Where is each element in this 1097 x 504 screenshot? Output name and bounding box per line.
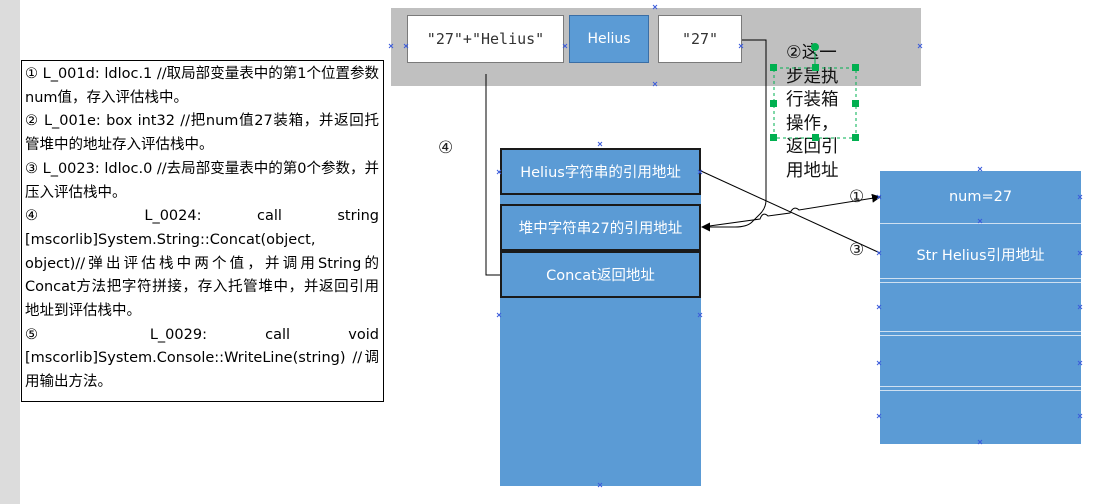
note-3: ③ L_0023: ldloc.0 //去局部变量表中的第0个参数，并压入评估栈…: [25, 160, 379, 201]
note-1: ① L_001d: ldloc.1 //取局部变量表中的第1个位置参数num值，…: [25, 66, 379, 106]
stack-cell-concat-return[interactable]: Concat返回地址: [500, 251, 701, 298]
locals-divider: [880, 335, 1081, 336]
heap-concat-string[interactable]: "27"+"Helius": [407, 15, 564, 63]
left-gutter: [0, 0, 20, 504]
connector-num: [701, 193, 881, 228]
locals-divider: [880, 390, 1081, 391]
step-label-4: ④: [438, 138, 454, 158]
connector-boxed-ref: [701, 39, 767, 232]
local-variable-table[interactable]: [880, 171, 1081, 444]
locals-divider: [880, 223, 1081, 224]
note-2: ② L_001e: box int32 //把num值27装箱，并返回托管堆中的…: [25, 113, 379, 154]
step-label-1: ①: [849, 187, 865, 207]
il-notes-box[interactable]: ① L_001d: ldloc.1 //取局部变量表中的第1个位置参数num值，…: [21, 60, 384, 402]
locals-divider: [880, 386, 1081, 387]
local-num: num=27: [948, 189, 1013, 205]
stack-cell-helius-ref[interactable]: Helius字符串的引用地址: [500, 148, 701, 195]
heap-boxed-27[interactable]: "27": [658, 15, 742, 63]
note-4: ④ L_0024: call string [mscorlib]System.S…: [25, 208, 379, 320]
selection-handles: [770, 64, 859, 141]
locals-divider: [880, 282, 1081, 283]
locals-divider: [880, 278, 1081, 279]
connector-concat-return: [485, 74, 500, 276]
connection-point-markers: [388, 4, 1083, 488]
local-str-helius: Str Helius引用地址: [916, 248, 1045, 264]
stack-cell-boxed-ref[interactable]: 堆中字符串27的引用地址: [500, 204, 701, 251]
selection-frame: [773, 67, 857, 139]
note-5: ⑤ L_0029: call void [mscorlib]System.Con…: [25, 326, 379, 391]
connector-helius-ref: [700, 170, 881, 254]
box-step-annotation[interactable]: ②这一步是执行装箱操作，返回引用地址: [786, 43, 839, 181]
heap-helius-string[interactable]: Helius: [569, 15, 649, 63]
locals-divider: [880, 331, 1081, 332]
rotate-handle: [811, 43, 819, 51]
step-label-3: ③: [849, 240, 865, 260]
